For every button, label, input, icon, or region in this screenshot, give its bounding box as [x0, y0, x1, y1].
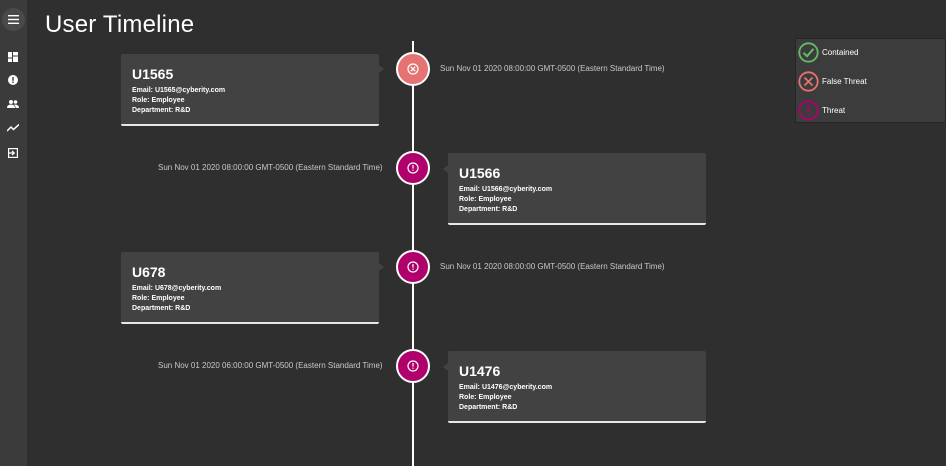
- legend-item-false-threat: False Threat: [798, 71, 867, 92]
- timeline-node-threat[interactable]: [396, 349, 430, 383]
- legend-item-contained: Contained: [798, 42, 858, 63]
- sidebar-item-logout[interactable]: [6, 146, 20, 160]
- legend-label: False Threat: [822, 77, 867, 86]
- timeline-card[interactable]: U1566 Email: U1566@cyberity.com Role: Em…: [448, 153, 706, 225]
- logout-icon: [8, 148, 18, 158]
- card-role: Role: Employee: [459, 394, 512, 401]
- card-role: Role: Employee: [132, 295, 185, 302]
- hamburger-menu-icon: [8, 15, 19, 24]
- alert-circle-icon: [798, 100, 819, 121]
- alert-circle-icon: [407, 261, 419, 273]
- dashboard-icon: [8, 52, 18, 62]
- legend-item-threat: Threat: [798, 100, 845, 121]
- legend: Contained False Threat Threat: [795, 38, 946, 123]
- card-role: Role: Employee: [132, 97, 185, 104]
- page-title: User Timeline: [45, 11, 195, 38]
- card-email: Email: U1566@cyberity.com: [459, 186, 553, 193]
- timeline-node-threat[interactable]: [396, 151, 430, 185]
- event-timestamp: Sun Nov 01 2020 08:00:00 GMT-0500 (Easte…: [440, 64, 665, 73]
- card-pointer: [443, 165, 448, 173]
- card-department: Department: R&D: [132, 305, 191, 312]
- alert-circle-icon: [407, 360, 419, 372]
- event-timestamp: Sun Nov 01 2020 06:00:00 GMT-0500 (Easte…: [158, 361, 383, 370]
- close-circle-icon: [798, 71, 819, 92]
- card-department: Department: R&D: [459, 206, 518, 213]
- legend-label: Contained: [822, 48, 859, 57]
- card-pointer: [379, 263, 384, 271]
- close-circle-icon: [407, 63, 419, 75]
- sidebar-item-users[interactable]: [6, 97, 20, 111]
- sidebar: [0, 0, 27, 466]
- alert-icon: [8, 75, 18, 85]
- card-department: Department: R&D: [459, 404, 518, 411]
- legend-label: Threat: [822, 106, 846, 115]
- card-user-id: U678: [132, 264, 166, 280]
- card-user-id: U1565: [132, 66, 174, 82]
- event-timestamp: Sun Nov 01 2020 08:00:00 GMT-0500 (Easte…: [158, 163, 383, 172]
- menu-button[interactable]: [2, 8, 25, 31]
- timeline-node-false-threat[interactable]: [396, 52, 430, 86]
- card-email: Email: U1476@cyberity.com: [459, 384, 553, 391]
- card-role: Role: Employee: [459, 196, 512, 203]
- sidebar-item-trends[interactable]: [6, 121, 20, 135]
- card-pointer: [443, 363, 448, 371]
- trending-icon: [7, 124, 19, 132]
- event-timestamp: Sun Nov 01 2020 08:00:00 GMT-0500 (Easte…: [440, 262, 665, 271]
- card-department: Department: R&D: [132, 107, 191, 114]
- sidebar-item-dashboard[interactable]: [6, 50, 20, 64]
- card-email: Email: U678@cyberity.com: [132, 285, 222, 292]
- alert-circle-icon: [407, 162, 419, 174]
- timeline-card[interactable]: U1476 Email: U1476@cyberity.com Role: Em…: [448, 351, 706, 423]
- card-email: Email: U1565@cyberity.com: [132, 87, 226, 94]
- card-user-id: U1476: [459, 363, 501, 379]
- people-icon: [7, 100, 19, 108]
- sidebar-item-alerts[interactable]: [6, 73, 20, 87]
- timeline-card[interactable]: U678 Email: U678@cyberity.com Role: Empl…: [121, 252, 379, 324]
- timeline-node-threat[interactable]: [396, 250, 430, 284]
- timeline-card[interactable]: U1565 Email: U1565@cyberity.com Role: Em…: [121, 54, 379, 126]
- card-user-id: U1566: [459, 165, 501, 181]
- card-pointer: [379, 65, 384, 73]
- check-circle-icon: [798, 42, 819, 63]
